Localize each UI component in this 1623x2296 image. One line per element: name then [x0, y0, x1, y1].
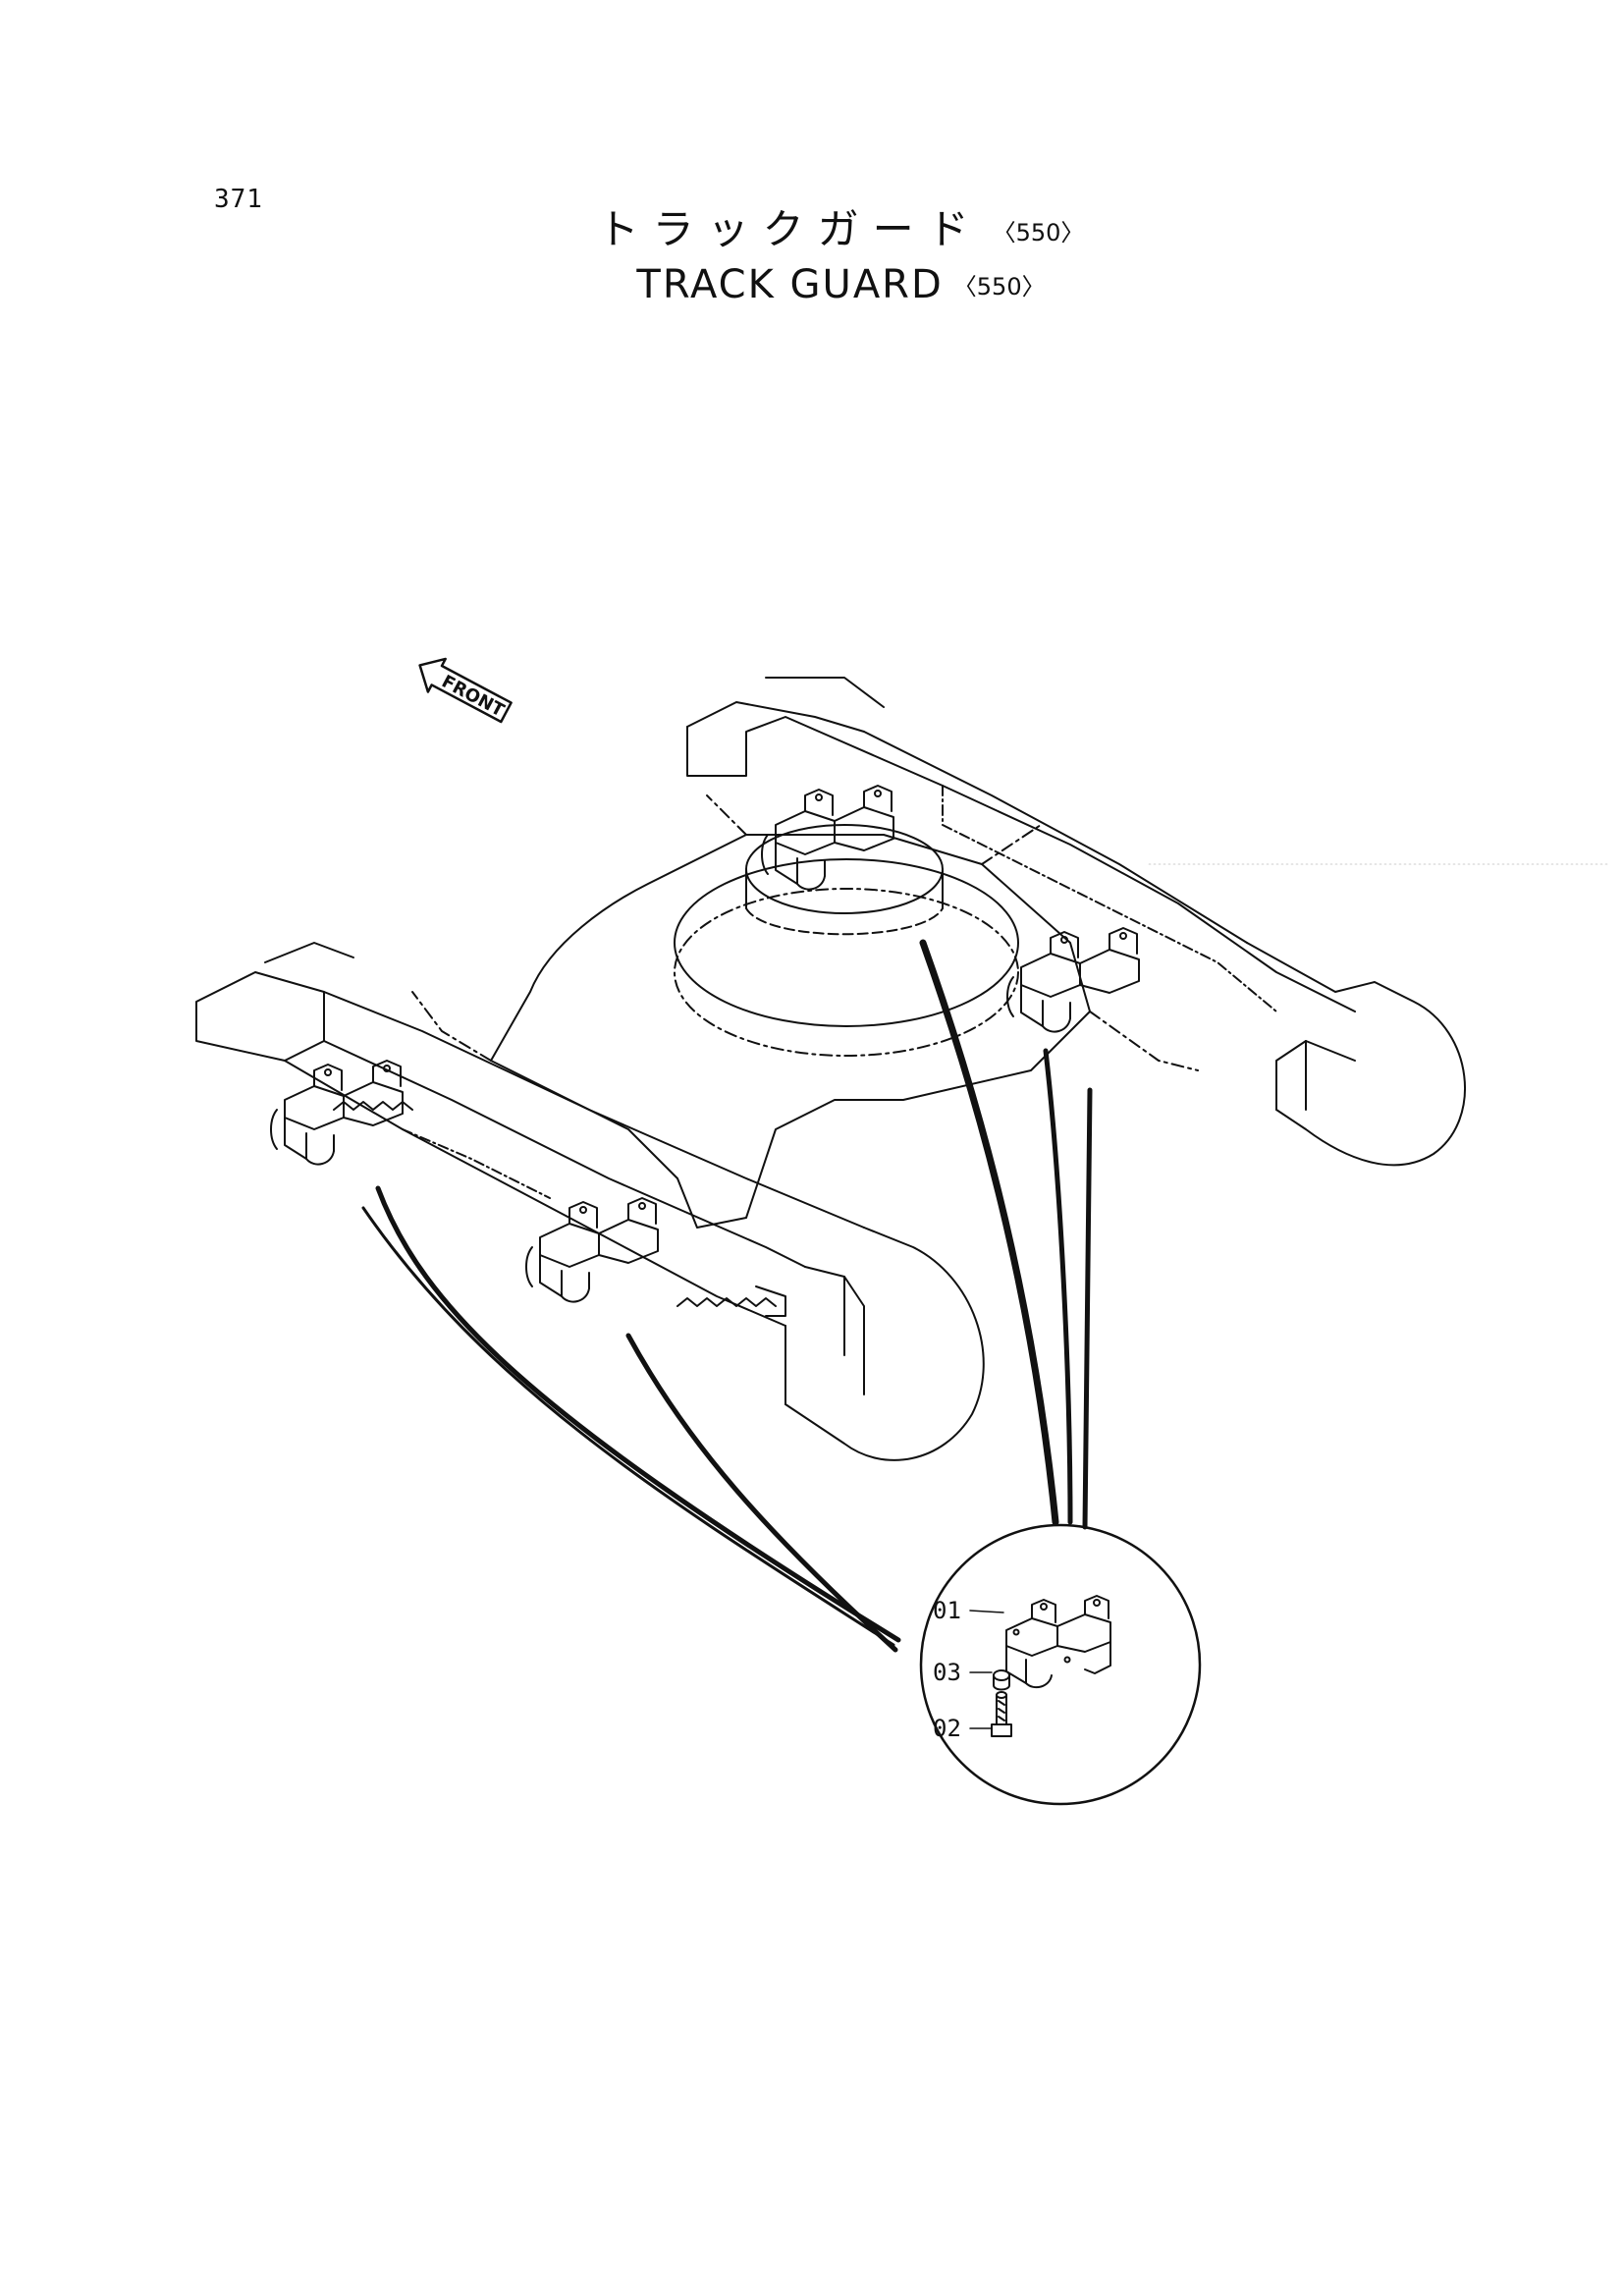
callout-02: 02 [933, 1715, 961, 1742]
guard-front-left [270, 1060, 404, 1166]
title-en-code: 〈550〉 [952, 272, 1046, 301]
left-track-frame [195, 942, 985, 1461]
track-guard-part-icon [1005, 1595, 1111, 1689]
leader-lines [361, 939, 1093, 1653]
title-english: TRACK GUARD 〈550〉 [0, 260, 1623, 309]
title-japanese: トラックガード〈550〉 [0, 204, 1623, 256]
swing-bearing [674, 824, 1019, 1057]
callout-03: 03 [933, 1659, 961, 1686]
center-frame [411, 794, 1199, 1229]
callout-01: 01 [933, 1597, 961, 1624]
title-block: トラックガード〈550〉 TRACK GUARD〈550〉 [0, 204, 1623, 309]
title-jp-code: 〈550〉 [992, 218, 1085, 246]
guard-front-center [525, 1197, 659, 1303]
roller-teeth [333, 1101, 777, 1307]
detail-view: 01 03 02 [919, 1523, 1202, 1806]
front-arrow-icon: FRONT [418, 657, 513, 724]
guard-top [761, 785, 894, 891]
washer-icon [993, 1669, 1010, 1691]
title-jp-text: トラックガード [597, 205, 983, 253]
bolt-icon [991, 1691, 1012, 1737]
guard-right [1006, 927, 1140, 1033]
title-en-text: TRACK GUARD [636, 261, 944, 307]
page-number: 371 [214, 185, 263, 214]
right-track-frame [686, 677, 1466, 1167]
